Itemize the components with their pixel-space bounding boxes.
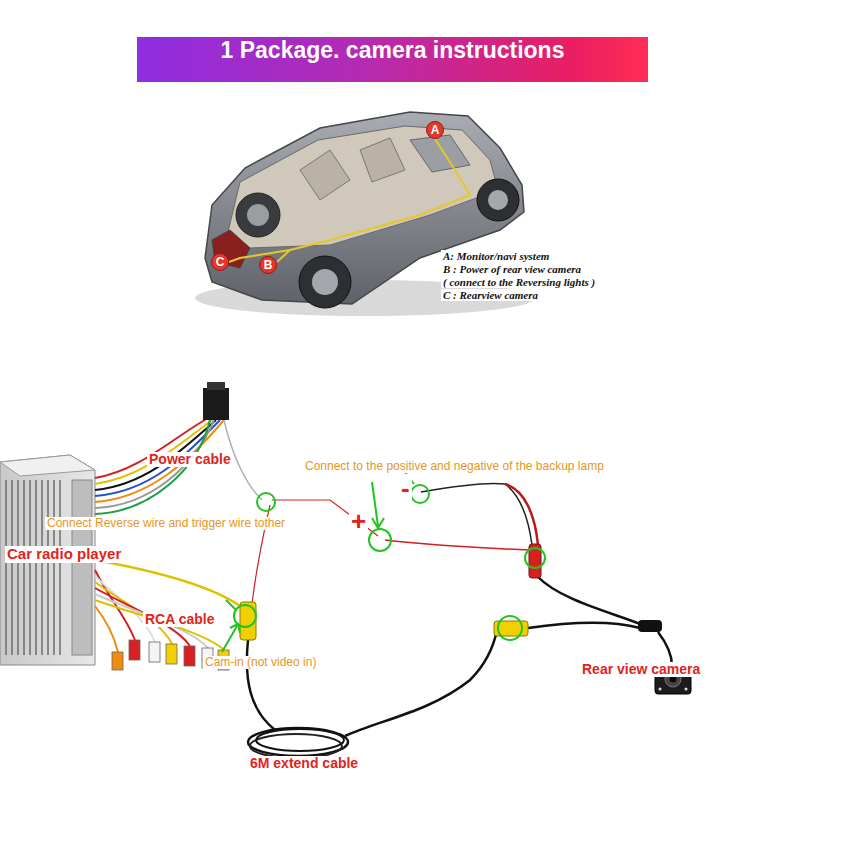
legend-text: C : Rearview camera [441, 289, 540, 301]
callout-circle: C [211, 253, 229, 271]
cable-junction [638, 620, 662, 632]
legend-text: A: Monitor/navi system [441, 250, 551, 262]
part-label: Power cable [147, 452, 233, 467]
callout-circle: B [259, 256, 277, 274]
callout-circle: A [426, 121, 444, 139]
title-banner: 1 Package. camera instructions [137, 37, 648, 82]
callout-letter: C [216, 256, 225, 268]
part-label: RCA cable [143, 612, 217, 627]
note-text: Connect Reverse wire and trigger wire to… [45, 517, 287, 530]
polarity-sign: + [349, 507, 368, 536]
part-label: Car radio player [5, 546, 123, 563]
harness-connector [203, 388, 229, 420]
harness-connector [207, 382, 225, 390]
part-label: 6M extend cable [248, 756, 360, 771]
rca-cables [95, 570, 224, 652]
polarity-sign: - [399, 474, 412, 503]
note-text: Connect to the positive and negative of … [303, 460, 606, 473]
highlight-marks [222, 472, 545, 652]
callout-letter: B [264, 259, 273, 271]
callout-letter: A [431, 124, 440, 136]
note-text: Cam-in (not video in) [203, 656, 318, 669]
legend-text: B : Power of rear view camera [441, 263, 583, 275]
title-text: 1 Package. camera instructions [137, 37, 648, 64]
legend-text: ( connect to the Reversing lights ) [441, 276, 597, 288]
power-harness [95, 418, 262, 514]
part-label: Rear view camera [580, 662, 702, 677]
